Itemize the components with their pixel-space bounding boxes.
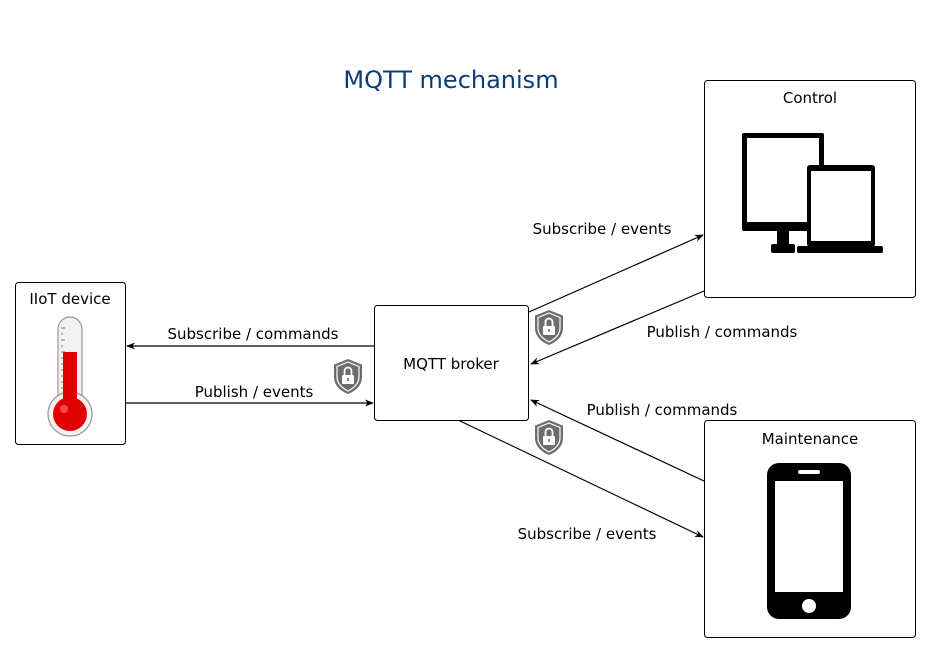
- edge-label-subscribe-events-control: Subscribe / events: [533, 220, 672, 238]
- node-label: IIoT device: [29, 290, 110, 308]
- edge-label-publish-commands-maintenance: Publish / commands: [587, 401, 738, 419]
- edge-control-to-broker: [530, 290, 705, 365]
- edge-labels: Subscribe / commands Publish / events Su…: [168, 220, 798, 543]
- node-label: MQTT broker: [403, 355, 499, 373]
- shield-lock-icon: [332, 357, 364, 396]
- node-control: Control: [704, 80, 916, 298]
- node-label: Control: [783, 89, 837, 107]
- node-label: Maintenance: [762, 430, 859, 448]
- node-iiot-device: IIoT device: [15, 282, 126, 445]
- edge-label-publish-events: Publish / events: [195, 383, 314, 401]
- edge-maintenance-to-broker: [530, 399, 705, 482]
- thermometer-icon: [47, 316, 93, 437]
- edge-label-subscribe-commands: Subscribe / commands: [168, 325, 339, 343]
- shield-lock-icon: [533, 418, 565, 457]
- edge-broker-to-maintenance: [457, 419, 704, 538]
- shield-lock-icon: [533, 308, 565, 347]
- edge-broker-to-control: [528, 234, 704, 313]
- node-maintenance: Maintenance: [704, 420, 916, 638]
- edges: [126, 234, 705, 538]
- node-mqtt-broker: MQTT broker: [374, 305, 529, 421]
- diagram-title: MQTT mechanism: [343, 66, 558, 94]
- monitor-tablet-icon: [742, 133, 883, 253]
- edge-label-subscribe-events-maintenance: Subscribe / events: [518, 525, 657, 543]
- edge-label-publish-commands-control: Publish / commands: [647, 323, 798, 341]
- smartphone-icon: [767, 463, 851, 619]
